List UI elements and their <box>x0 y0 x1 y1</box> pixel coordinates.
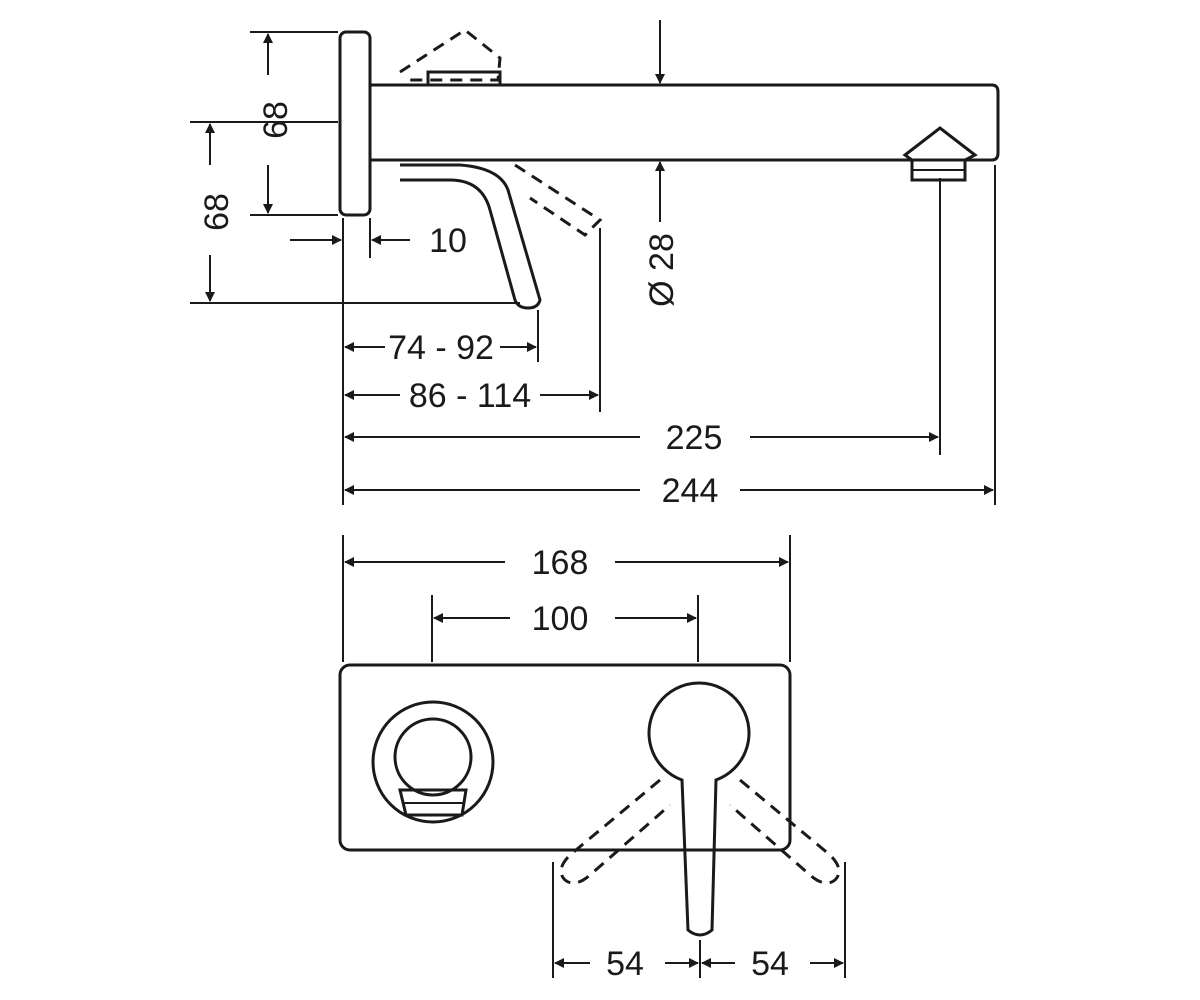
side-view: 68 68 10 Ø 28 74 - 92 86 - 114 225 244 <box>190 20 1000 510</box>
dim-spout-diameter: Ø 28 <box>643 233 681 307</box>
lever-dashed-left <box>559 778 671 885</box>
dim-lever-reach: 74 - 92 <box>388 329 494 367</box>
lever-handle-dashed-open <box>514 163 603 237</box>
lever-handle-dashed-top <box>399 28 502 82</box>
dim-lever-height: 68 <box>198 193 236 231</box>
wall-plate <box>338 30 372 217</box>
spout-body <box>370 83 1000 162</box>
dim-plate-width: 168 <box>532 544 589 582</box>
front-extension-lines <box>342 535 846 978</box>
dim-plate-depth: 10 <box>429 222 467 260</box>
diverter-knob-inner <box>393 717 473 797</box>
lever-dashed-right <box>729 778 841 885</box>
diverter-knob-outer <box>371 700 495 824</box>
dim-lever-reach-open: 86 - 114 <box>409 377 531 415</box>
lever-front <box>647 681 751 937</box>
dim-lever-left-swing: 54 <box>606 945 644 983</box>
lever-handle <box>400 163 542 310</box>
dim-plate-height: 68 <box>257 101 295 139</box>
dim-spout-projection: 225 <box>666 419 723 457</box>
dim-center-distance: 100 <box>532 600 589 638</box>
dim-lever-right-swing: 54 <box>751 945 789 983</box>
aerator <box>902 126 978 182</box>
front-view: 168 100 54 54 <box>338 535 846 983</box>
dim-total-projection: 244 <box>662 472 719 510</box>
front-plate <box>338 663 792 852</box>
extension-lines <box>190 31 996 505</box>
